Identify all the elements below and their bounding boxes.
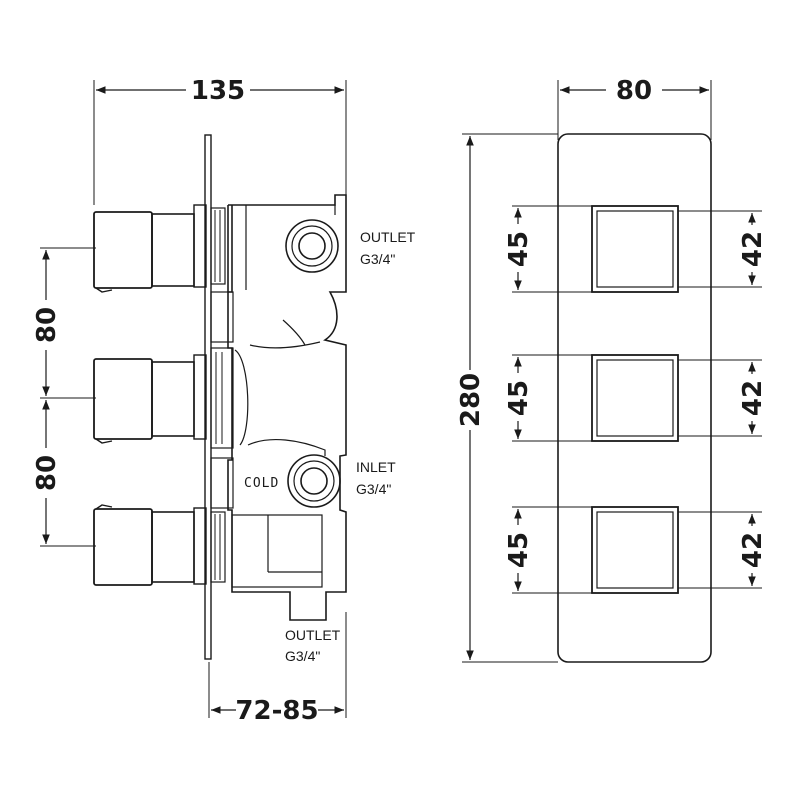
side-view: 135 [32,76,416,726]
label-outlet-top: OUTLET [360,229,416,245]
dim-spindle-spacing: 80 80 [32,247,96,547]
dim-label-handle-width-2: 42 [738,380,768,416]
handle-front-bottom [591,506,679,594]
label-outlet-bottom: OUTLET [285,627,341,643]
label-outlet-top-thread: G3/4" [360,251,395,267]
dim-label-handle-width-1: 42 [738,231,768,267]
spindle-middle [193,347,234,449]
spindle-top [193,204,226,288]
handle-side-top [93,211,195,293]
dim-side-width: 135 [93,76,347,205]
label-inlet-thread: G3/4" [356,481,391,497]
dim-handle-height: 45 45 45 [504,205,592,594]
dim-front-height: 280 [456,133,558,663]
front-view: 80 280 45 [456,76,768,663]
label-cold: COLD [244,476,279,491]
dim-label-handle-height-2: 45 [504,380,534,416]
dim-label-side-width: 135 [191,76,245,106]
dim-label-handle-height-1: 45 [504,231,534,267]
dim-label-front-height: 280 [456,373,486,427]
handle-side-middle [93,358,195,444]
dim-label-handle-height-3: 45 [504,532,534,568]
dim-label-spacing-upper: 80 [32,307,62,343]
dim-label-front-width: 80 [616,76,652,106]
handle-side-bottom [93,504,195,586]
dim-label-handle-width-3: 42 [738,532,768,568]
dim-handle-width: 42 42 42 [678,210,768,589]
dim-depth: 72-85 [208,612,347,726]
front-plate [557,133,712,663]
handle-front-middle [591,354,679,442]
label-inlet: INLET [356,459,396,475]
outlet-port-top [285,219,339,273]
spindle-bottom [193,507,226,585]
dim-label-depth: 72-85 [235,696,318,726]
dim-label-spacing-lower: 80 [32,455,62,491]
handle-front-top [591,205,679,293]
inlet-port [287,454,341,508]
dim-front-width: 80 [557,76,712,140]
label-outlet-bottom-thread: G3/4" [285,648,320,664]
valve-body [227,194,347,621]
